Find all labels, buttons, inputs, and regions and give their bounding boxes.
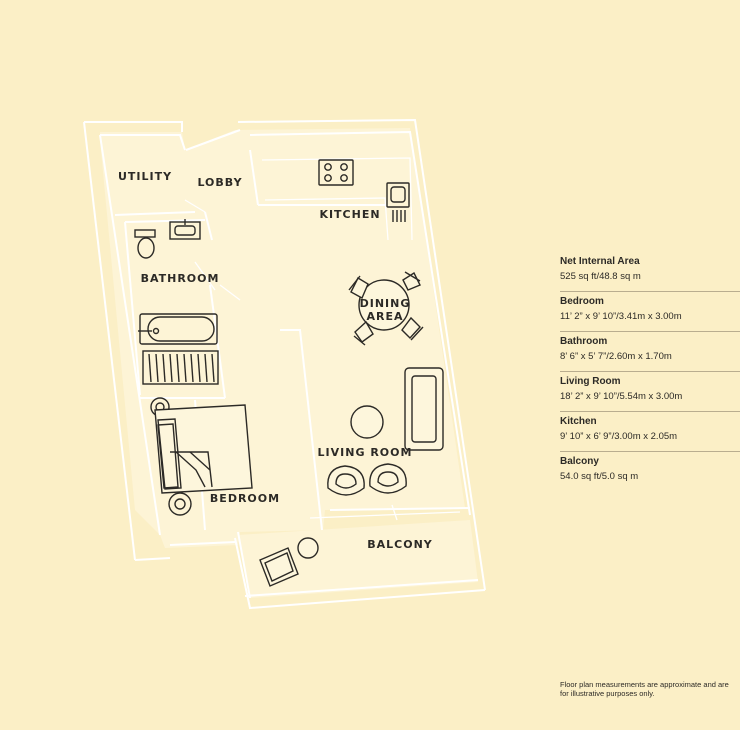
armchair-right [369,463,407,494]
spec-value: 54.0 sq ft/5.0 sq m [560,471,639,482]
spec-value: 11’ 2” x 9’ 10”/3.41m x 3.00m [560,311,682,322]
dining-chair-ne [402,271,421,291]
balcony-furniture [259,537,319,587]
spec-value: 18’ 2” x 9’ 10”/5.54m x 3.00m [560,391,683,402]
spec-living-room: Living Room 18’ 2” x 9’ 10”/5.54m x 3.00… [560,372,740,412]
room-label-bedroom: BEDROOM [210,492,280,505]
living-furniture [327,367,444,496]
armchair-left [327,465,365,496]
spec-kitchen: Kitchen 9’ 10” x 6’ 9”/3.00m x 2.05m [560,412,740,452]
room-label-balcony: BALCONY [367,538,433,551]
spec-balcony: Balcony 54.0 sq ft/5.0 sq m [560,452,740,491]
spec-value: 8’ 6” x 5’ 7”/2.60m x 1.70m [560,351,672,362]
outer-walls [83,118,486,610]
spec-label: Living Room [560,376,621,387]
area-spec-list: Net Internal Area 525 sq ft/48.8 sq m Be… [560,252,740,491]
room-labels: UTILITY LOBBY KITCHEN BATHROOM DINING AR… [118,170,433,551]
spec-label: Net Internal Area [560,256,640,267]
room-label-dining-2: AREA [366,310,403,323]
bedroom-furniture [150,397,253,516]
spec-label: Kitchen [560,416,597,427]
disclaimer-note: Floor plan measurements are approximate … [560,680,729,698]
spec-label: Bedroom [560,296,604,307]
room-label-lobby: LOBBY [197,176,242,189]
room-label-bathroom: BATHROOM [141,272,220,285]
spec-bathroom: Bathroom 8’ 6” x 5’ 7”/2.60m x 1.70m [560,332,740,372]
room-label-kitchen: KITCHEN [319,208,380,221]
spec-value: 9’ 10” x 6’ 9”/3.00m x 2.05m [560,431,678,442]
dining-chair-nw [348,275,369,299]
dining-chair-sw [353,320,374,346]
spec-bedroom: Bedroom 11’ 2” x 9’ 10”/3.41m x 3.00m [560,292,740,332]
spec-label: Balcony [560,456,599,467]
dining-chair-se [401,316,424,341]
bathroom-fixtures [134,219,219,385]
spec-value: 525 sq ft/48.8 sq m [560,271,641,282]
room-label-utility: UTILITY [118,170,172,183]
spec-net-internal-area: Net Internal Area 525 sq ft/48.8 sq m [560,252,740,292]
room-label-dining-1: DINING [360,297,411,310]
kitchen-counter [261,157,413,241]
dining-set [348,271,424,346]
spec-label: Bathroom [560,336,608,347]
room-label-living: LIVING ROOM [318,446,413,459]
radiator-slats [148,353,215,383]
